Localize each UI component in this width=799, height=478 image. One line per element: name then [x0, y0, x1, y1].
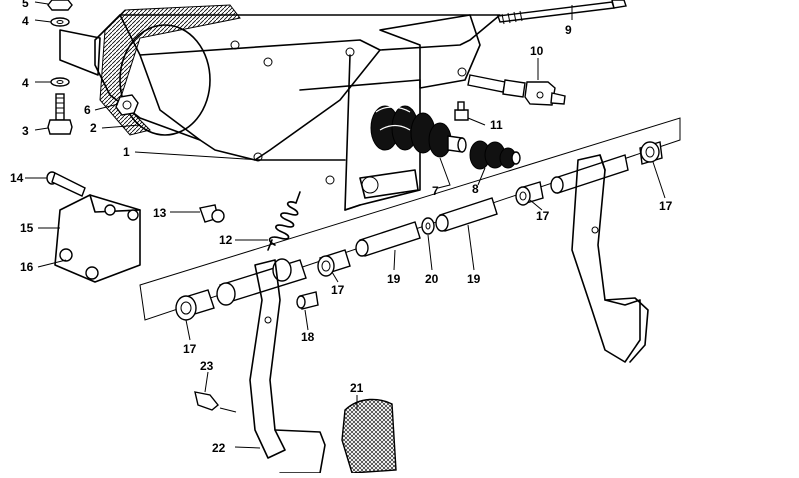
callout-17-c: 17	[331, 283, 345, 297]
callout-21: 21	[350, 381, 364, 395]
gasket	[99, 4, 241, 136]
callout-11: 11	[490, 118, 503, 132]
pin-23	[194, 391, 237, 413]
callout-18: 18	[301, 330, 315, 344]
callout-4-lower: 4	[22, 76, 29, 90]
axle-frame	[139, 117, 681, 321]
callout-20: 20	[425, 272, 439, 286]
callout-labels: 5 4 4 3 6 2 1 14 15 16 13 12 9 10 11 7 8…	[10, 0, 673, 455]
callout-4-upper: 4	[22, 14, 29, 28]
callout-10: 10	[530, 44, 544, 58]
callout-1: 1	[123, 145, 130, 159]
fastener-stack	[47, 0, 139, 135]
screw-13	[199, 204, 225, 223]
callout-22: 22	[212, 441, 226, 455]
callout-6: 6	[84, 103, 91, 117]
washer-4-lower	[50, 77, 70, 87]
stop-light-switch-10	[467, 74, 566, 106]
callout-3: 3	[22, 124, 29, 138]
callout-2: 2	[90, 121, 97, 135]
spring-12	[267, 191, 301, 251]
callout-23: 23	[200, 359, 214, 373]
callout-17-b: 17	[659, 199, 673, 213]
callout-19-a: 19	[387, 272, 401, 286]
callout-5: 5	[22, 0, 29, 10]
callout-13: 13	[153, 206, 167, 220]
nut-5	[47, 0, 73, 11]
axle-parts	[175, 141, 663, 321]
cylinder-mount-plate	[379, 14, 481, 89]
right-pedal	[571, 154, 649, 363]
leader-lines	[25, 1, 666, 449]
callout-14: 14	[10, 171, 24, 185]
callout-15: 15	[20, 221, 34, 235]
bolt-14	[46, 171, 86, 197]
cover-plate	[54, 194, 141, 283]
callout-16: 16	[20, 260, 34, 274]
callout-12: 12	[219, 233, 233, 247]
callout-19-b: 19	[467, 272, 481, 286]
bolt-head-3	[47, 119, 73, 135]
rubber-boot-7	[370, 105, 467, 158]
callout-9: 9	[565, 23, 572, 37]
callout-17-d: 17	[183, 342, 197, 356]
push-rod-9	[497, 0, 627, 25]
washer-4-upper	[50, 17, 70, 27]
rubber-boot-8	[469, 140, 521, 170]
callout-17-a: 17	[536, 209, 550, 223]
pedal-pad-21	[341, 398, 397, 474]
nut-6	[115, 94, 139, 116]
screw-11	[454, 101, 469, 121]
callout-8: 8	[472, 182, 479, 196]
callout-7: 7	[432, 184, 439, 198]
